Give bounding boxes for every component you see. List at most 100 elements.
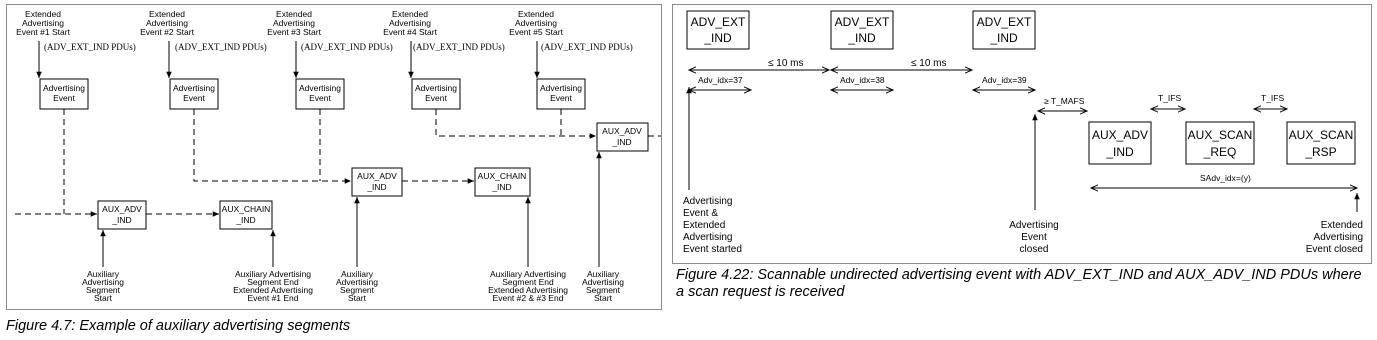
svg-text:Event #3 Start: Event #3 Start (267, 27, 322, 37)
adv-idx-37-label: Adv_idx=37 (698, 75, 743, 85)
segment-start-label-1: Auxiliary Advertising Segment Start (82, 269, 124, 303)
advertising-event-box-3: Advertising Event (295, 78, 345, 110)
interval-label-2: ≤ 10 ms (911, 58, 947, 69)
svg-text:Extended: Extended (1321, 220, 1363, 231)
svg-text:Start: Start (94, 293, 113, 303)
ext-event-closed-label: Extended Advertising Event closed (1306, 220, 1363, 255)
advertising-event-box-4: Advertising Event (411, 78, 461, 110)
svg-text:Advertising: Advertising (415, 83, 457, 93)
svg-text:Advertising: Advertising (273, 18, 315, 28)
svg-text:Extended: Extended (25, 9, 61, 19)
aux-scan-req-box: AUX_SCAN _REQ (1185, 121, 1255, 165)
svg-text:Event #4 Start: Event #4 Start (383, 27, 438, 37)
svg-text:Event: Event (550, 93, 572, 103)
svg-text:Event started: Event started (683, 244, 742, 255)
svg-text:AUX_CHAIN: AUX_CHAIN (222, 204, 271, 214)
svg-text:Event: Event (425, 93, 447, 103)
svg-text:_IND: _IND (235, 215, 255, 225)
svg-text:Advertising: Advertising (22, 18, 64, 28)
svg-text:Advertising: Advertising (43, 83, 85, 93)
svg-text:Event #1 End: Event #1 End (247, 293, 298, 303)
segment-start-label-3: Auxiliary Advertising Segment Start (582, 269, 624, 303)
svg-text:_IND: _IND (989, 31, 1018, 45)
event-start-5-label: Extended Advertising Event #5 Start (509, 9, 564, 37)
dashed-connectors (15, 109, 661, 217)
aux-scan-rsp-box: AUX_SCAN _RSP (1286, 121, 1356, 165)
svg-text:Advertising: Advertising (582, 277, 624, 287)
figure-4-7-caption: Figure 4.7: Example of auxiliary adverti… (6, 318, 351, 334)
svg-text:Advertising: Advertising (515, 18, 557, 28)
svg-text:closed: closed (1020, 244, 1049, 255)
adv-idx-39-label: Adv_idx=39 (982, 75, 1027, 85)
svg-text:Event: Event (183, 93, 205, 103)
aux-chain-ind-box-2: AUX_CHAIN _IND (474, 167, 531, 197)
svg-text:Extended: Extended (518, 9, 554, 19)
svg-text:AUX_SCAN: AUX_SCAN (1289, 128, 1354, 142)
interval-label-1: ≤ 10 ms (768, 58, 804, 69)
svg-text:_IND: _IND (611, 137, 631, 147)
aux-adv-ind-box-2: AUX_ADV _IND (351, 167, 403, 197)
adv-ext-ind-box-2: ADV_EXT _IND (830, 10, 894, 50)
svg-text:Event closed: Event closed (1306, 244, 1363, 255)
svg-text:_RSP: _RSP (1304, 145, 1336, 159)
svg-text:AUX_ADV: AUX_ADV (1092, 128, 1148, 142)
pdu-label-3: (ADV_EXT_IND PDUs) (301, 42, 393, 52)
event-closed-label: Advertising Event closed (1009, 220, 1058, 255)
svg-text:AUX_CHAIN: AUX_CHAIN (478, 171, 527, 181)
advertising-event-box-5: Advertising Event (536, 78, 586, 110)
event-start-2-label: Extended Advertising Event #2 Start (140, 9, 195, 37)
svg-text:Event: Event (1021, 232, 1047, 243)
segment-start-label-2: Auxiliary Advertising Segment Start (336, 269, 378, 303)
pdu-label-4: (ADV_EXT_IND PDUs) (413, 42, 505, 52)
svg-text:_IND: _IND (847, 31, 876, 45)
svg-text:Extended Advertising: Extended Advertising (233, 285, 313, 295)
sadv-idx-label: SAdv_idx=(y) (1200, 173, 1251, 183)
svg-text:Advertising: Advertising (336, 277, 378, 287)
aux-adv-ind-box-1: AUX_ADV _IND (97, 200, 147, 230)
adv-ext-ind-box-1: ADV_EXT _IND (686, 10, 750, 50)
svg-text:Advertising: Advertising (299, 83, 341, 93)
svg-text:Advertising: Advertising (683, 196, 732, 207)
svg-text:Event #1 Start: Event #1 Start (16, 27, 71, 37)
svg-text:Event: Event (53, 93, 75, 103)
svg-text:Extended: Extended (276, 9, 312, 19)
adv-idx-38-label: Adv_idx=38 (840, 75, 885, 85)
svg-text:Segment: Segment (586, 285, 621, 295)
svg-text:Advertising: Advertising (1314, 232, 1363, 243)
svg-text:Start: Start (594, 293, 613, 303)
svg-text:Auxiliary: Auxiliary (341, 269, 374, 279)
svg-text:Event #2 Start: Event #2 Start (140, 27, 195, 37)
svg-text:AUX_SCAN: AUX_SCAN (1188, 128, 1253, 142)
svg-text:Segment End: Segment End (502, 277, 554, 287)
svg-text:Segment: Segment (340, 285, 375, 295)
advertising-event-box-1: Advertising Event (39, 78, 89, 110)
svg-text:Advertising: Advertising (683, 232, 732, 243)
event-started-label: Advertising Event & Extended Advertising… (683, 196, 742, 255)
svg-text:AUX_ADV: AUX_ADV (357, 171, 397, 181)
svg-text:_IND: _IND (703, 31, 732, 45)
svg-text:Advertising: Advertising (146, 18, 188, 28)
svg-text:Extended: Extended (149, 9, 185, 19)
adv-ext-ind-box-3: ADV_EXT _IND (972, 10, 1036, 50)
svg-text:ADV_EXT: ADV_EXT (977, 15, 1032, 29)
event-start-1-label: Extended Advertising Event #1 Start (16, 9, 71, 37)
svg-text:Event &: Event & (683, 208, 718, 219)
svg-text:Auxiliary: Auxiliary (587, 269, 620, 279)
auxiliary-segments-svg: Extended Advertising Event #1 Start Exte… (15, 9, 661, 303)
pdu-label-2: (ADV_EXT_IND PDUs) (175, 42, 267, 52)
svg-text:Segment: Segment (86, 285, 121, 295)
advertising-event-box-2: Advertising Event (169, 78, 219, 110)
svg-text:_IND: _IND (111, 215, 131, 225)
svg-text:Extended Advertising: Extended Advertising (488, 285, 568, 295)
svg-text:Event: Event (309, 93, 331, 103)
event-start-3-label: Extended Advertising Event #3 Start (267, 9, 322, 37)
svg-text:Auxiliary: Auxiliary (87, 269, 120, 279)
svg-text:_IND: _IND (491, 182, 511, 192)
scannable-event-diagram: ADV_EXT _IND ADV_EXT _IND ADV_EXT _IND ≤… (672, 4, 1372, 264)
pdu-label-1: (ADV_EXT_IND PDUs) (44, 42, 136, 52)
t-ifs-label-1: T_IFS (1158, 93, 1181, 103)
svg-text:Auxiliary Advertising: Auxiliary Advertising (235, 269, 311, 279)
t-mafs-label: ≥ T_MAFS (1044, 96, 1085, 106)
pdu-label-5: (ADV_EXT_IND PDUs) (541, 42, 633, 52)
svg-text:ADV_EXT: ADV_EXT (835, 15, 890, 29)
